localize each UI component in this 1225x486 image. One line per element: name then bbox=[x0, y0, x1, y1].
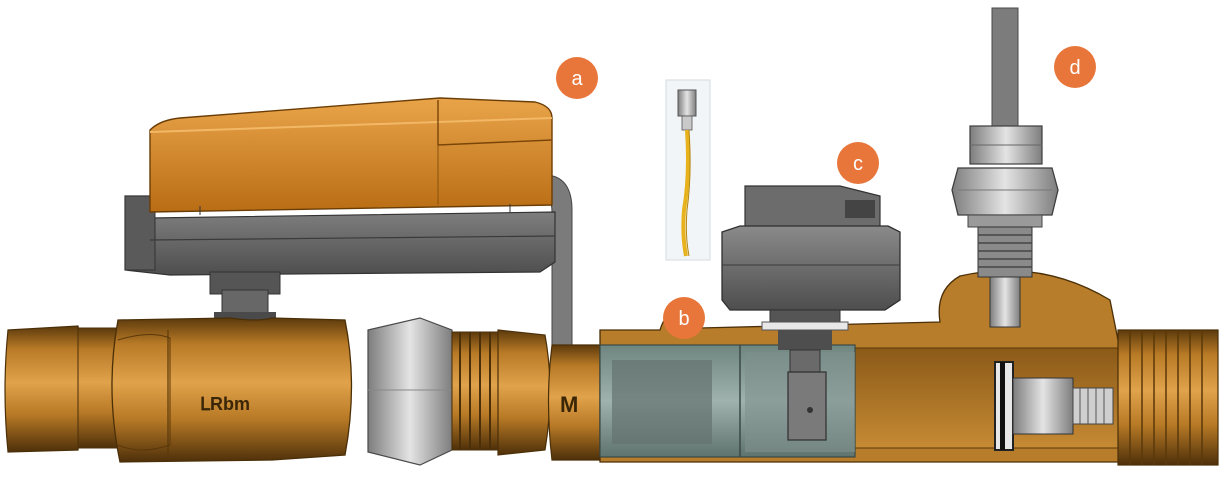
probe-hex-nut bbox=[951, 167, 1059, 216]
flow-sensor bbox=[721, 185, 901, 441]
callout-c: c bbox=[837, 142, 879, 184]
probe-tip bbox=[989, 276, 1021, 328]
threaded-outlet bbox=[1117, 329, 1219, 466]
temperature-probe bbox=[951, 7, 1059, 328]
svg-text:c: c bbox=[853, 153, 863, 175]
cable-inset bbox=[665, 79, 711, 261]
actuator bbox=[124, 97, 573, 346]
callout-b: b bbox=[663, 297, 705, 339]
flow-sensor-paddle bbox=[787, 371, 827, 441]
callout-a: a bbox=[556, 57, 598, 99]
svg-text:b: b bbox=[678, 308, 689, 330]
flow-sensor-housing bbox=[721, 225, 901, 311]
actuator-orange-cover bbox=[149, 97, 553, 213]
svg-text:a: a bbox=[571, 68, 583, 90]
inlet-end-cap bbox=[4, 325, 84, 453]
svg-text:d: d bbox=[1069, 57, 1080, 79]
pipe-body: ᒪRbm M bbox=[4, 269, 1219, 466]
callout-d: d bbox=[1054, 46, 1096, 88]
meter-inlet-ring bbox=[547, 344, 601, 461]
valve-brand-marking: ᒪRbm bbox=[200, 394, 250, 414]
ball-valve-body bbox=[111, 317, 353, 463]
meter-mark: M bbox=[560, 392, 578, 417]
check-valve-insert bbox=[994, 361, 1114, 451]
probe-cable bbox=[991, 7, 1019, 134]
union-nut bbox=[367, 317, 453, 466]
